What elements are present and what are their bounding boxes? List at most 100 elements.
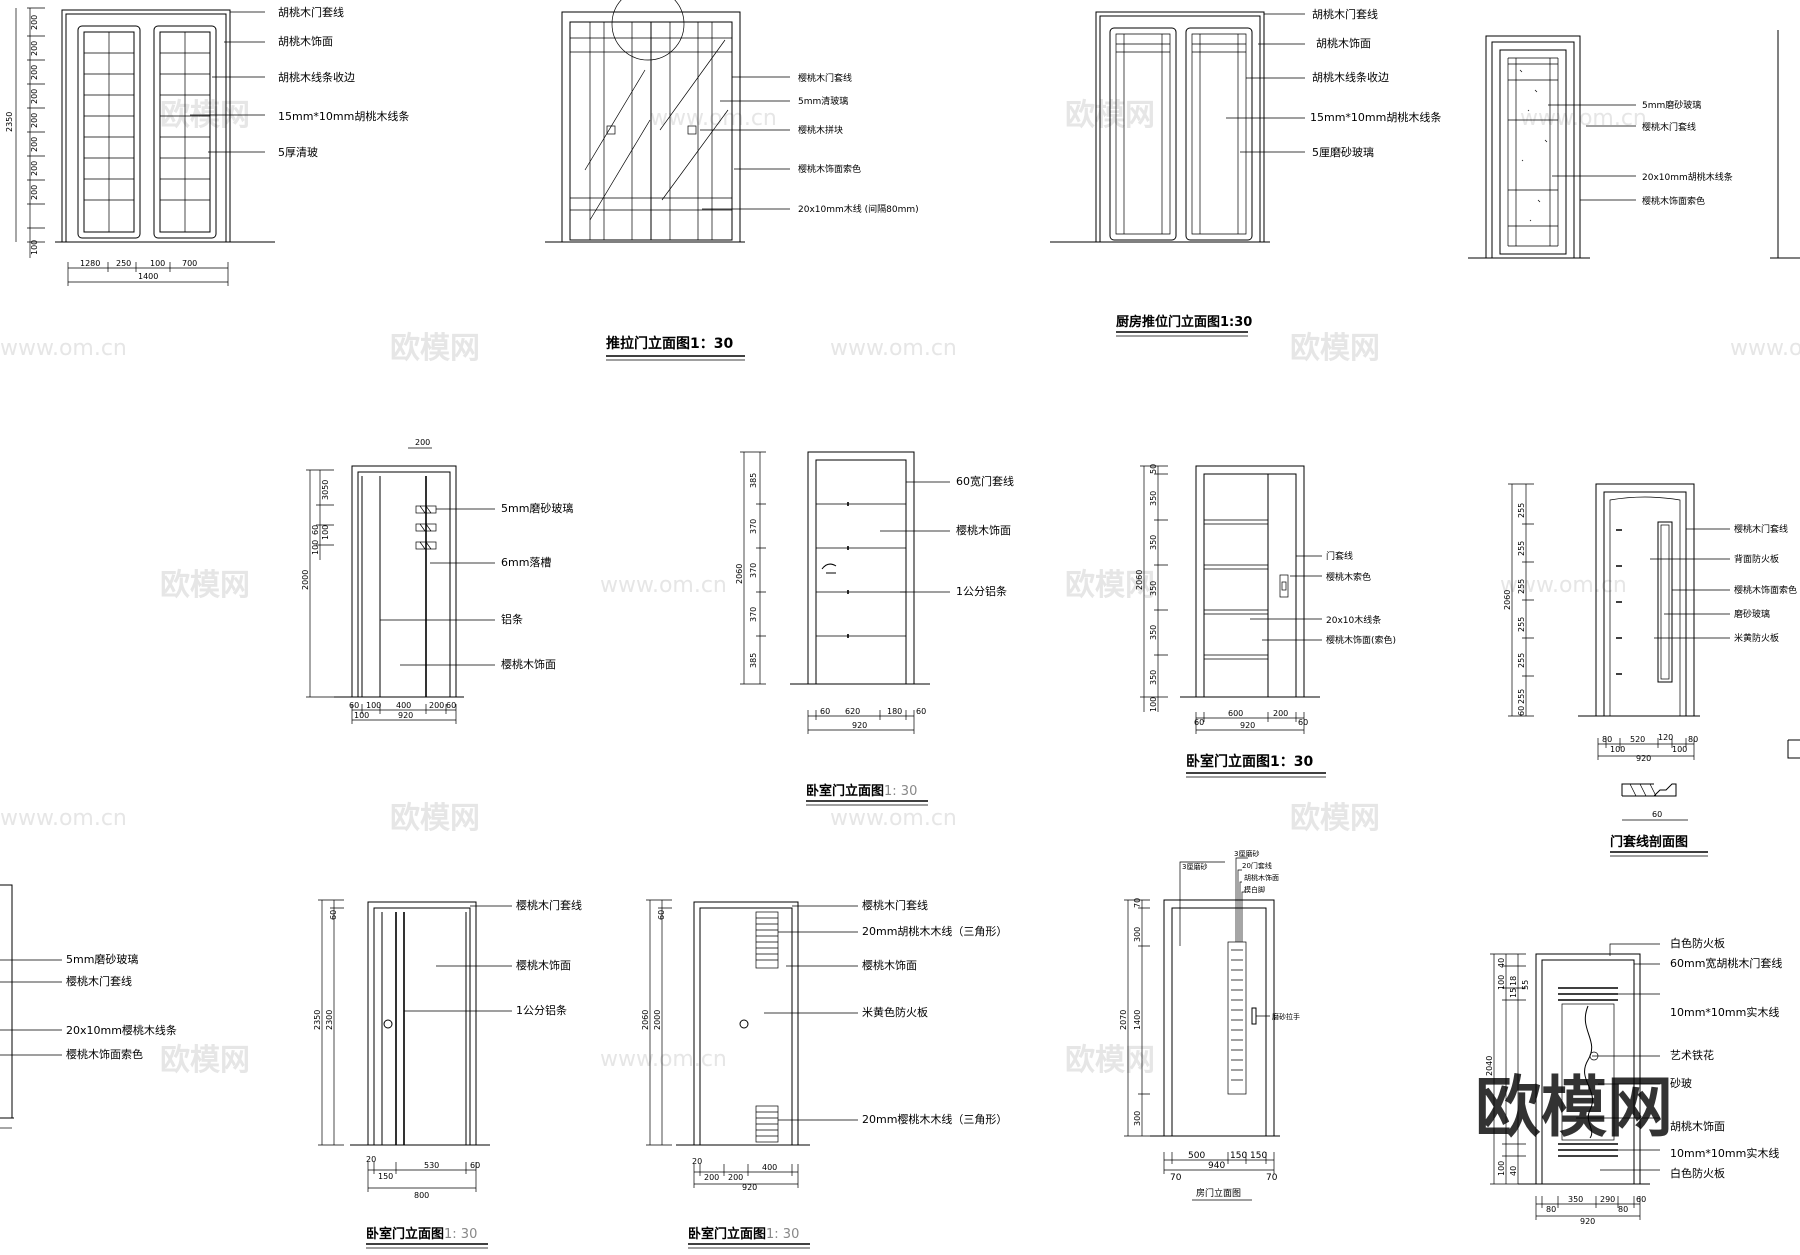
door-frame-inner <box>1541 959 1635 1184</box>
label-solid-wood: 10mm*10mm实木线 <box>1670 1005 1779 1019</box>
dim-w: 60 <box>1636 1195 1646 1204</box>
dim-ticks-h <box>67 262 229 286</box>
title-scale: 1: 30 <box>766 1227 799 1242</box>
door-leaf-right <box>153 25 217 239</box>
door-frame-inner <box>1171 907 1267 1136</box>
label-frosted-glass: 5mm磨砂玻璃 <box>501 501 573 515</box>
title-room-door: 房门立面图 <box>1196 1187 1241 1199</box>
label-stain: 樱桃木索色 <box>1326 571 1371 583</box>
dim-height: 2070 <box>1119 1010 1128 1030</box>
dim-seg: 200 <box>30 137 39 152</box>
door-knob <box>383 1019 393 1029</box>
dim-seg: 200 <box>30 89 39 104</box>
label-beige-fireboard: 米黄色防火板 <box>862 1005 928 1019</box>
watermark-brand: 欧模网 <box>160 1043 250 1078</box>
dim-w: 20 <box>366 1155 376 1164</box>
dim-height: 2060 <box>735 564 744 584</box>
door-leaf-left <box>77 25 141 239</box>
watermark-brand: 欧模网 <box>1290 331 1380 366</box>
door-frame-inner <box>1491 41 1575 258</box>
dim-seg: 100 <box>311 540 320 555</box>
label-frame-trim: 樱桃木门套线 <box>516 898 582 912</box>
label-pull-handle: 磨砂拉手 <box>1272 1012 1300 1021</box>
label-baseboard: 模白脚 <box>1244 885 1265 894</box>
watermark-site: www.om.cn <box>1730 336 1800 361</box>
dim-seg: 300 <box>1133 927 1142 942</box>
watermark-brand: 欧模网 <box>1065 568 1155 603</box>
label-veneer: 樱桃木饰面 <box>516 958 571 972</box>
leader-lines <box>1650 528 1730 639</box>
dim-seg: 1400 <box>1133 1010 1142 1030</box>
watermark-site: www.om.cn <box>0 806 127 831</box>
door-leaf-edges <box>381 912 467 1145</box>
dim-ticks-h <box>1597 738 1695 760</box>
dim-w: 100 <box>1610 745 1625 754</box>
label-aluminum-strip: 1公分铝条 <box>956 584 1007 598</box>
door-frame-outer <box>693 901 799 1145</box>
dim-seg: 18 <box>1509 976 1518 986</box>
label-frosted-top: 3厘磨砂 <box>1234 849 1259 858</box>
dim-w: 290 <box>1600 1195 1615 1204</box>
dim-seg: 370 <box>749 563 758 578</box>
drawing-sliding-door: 樱桃木门套线 5mm清玻璃 樱桃木拼块 樱桃木饰面索色 20x10mm木线 (间… <box>545 0 919 361</box>
dim-w: 60 <box>1194 718 1204 727</box>
leader-lines <box>880 481 950 593</box>
dim-w: 1280 <box>80 259 100 268</box>
dim-seg: 100 <box>30 240 39 255</box>
dim-seg: 300 <box>1133 1111 1142 1126</box>
dim-height: 2060 <box>1135 570 1144 590</box>
label-veneer: 樱桃木饰面 <box>956 523 1011 537</box>
dim-height-total: 2350 <box>5 112 14 132</box>
watermark-brand: 欧模网 <box>390 801 480 836</box>
partial-profile <box>1787 739 1800 759</box>
door-leaf-arch <box>1609 496 1681 716</box>
watermark-big-brand: 欧模网 <box>1475 1069 1673 1146</box>
dim-w: 250 <box>116 259 131 268</box>
label-veneer: 樱桃木饰面索色 <box>1734 584 1797 596</box>
label-veneer: 樱桃木饰面 <box>501 657 556 671</box>
grid-strips <box>570 22 732 240</box>
watermark-site: www.om.cn <box>1500 573 1627 598</box>
label-aluminum-strip: 1公分铝条 <box>516 1003 567 1017</box>
dim-w: 200 <box>429 701 444 710</box>
label-frosted-glass: 5mm磨砂玻璃 <box>1642 99 1701 111</box>
dim-w-total: 920 <box>1240 721 1255 730</box>
watermark-brand: 欧模网 <box>1065 1043 1155 1078</box>
dim-seg: 100 <box>321 525 330 540</box>
label-frame-trim: 60宽门套线 <box>956 474 1014 488</box>
dim-seg: 50 <box>1149 464 1158 474</box>
dim-height: 2060 <box>641 1010 650 1030</box>
leader-lines <box>1548 104 1636 201</box>
door-leaf <box>1499 49 1567 255</box>
dim-seg: 255 <box>1517 617 1526 632</box>
dim-seg: 350 <box>1149 670 1158 685</box>
drawing-partial-door: 5mm磨砂玻璃 樱桃木门套线 20x10mm樱桃木线条 樱桃木饰面索色 <box>0 884 177 1129</box>
dim-w: 60 <box>349 701 359 710</box>
title-sliding-door: 推拉门立面图1：30 <box>606 335 733 352</box>
dim-seg: 200 <box>30 161 39 176</box>
label-frosted-left: 3厘磨砂 <box>1182 862 1207 871</box>
dim-height: 2040 <box>1485 1056 1494 1076</box>
title-trim-profile: 门套线剖面图 <box>1610 834 1688 850</box>
drawing-bedroom-door-vertical-strips: 樱桃木门套线 樱桃木饰面 1公分铝条 60 2350 2300 20 150 5… <box>313 898 582 1249</box>
label-wood-block: 樱桃木拼块 <box>798 124 843 136</box>
dim-height-leaf: 2300 <box>325 1010 334 1030</box>
label-wood-strip: 15mm*10mm胡桃木线条 <box>278 109 409 123</box>
label-solid-wood: 10mm*10mm实木线 <box>1670 1146 1779 1160</box>
label-frame-trim: 樱桃木门套线 <box>1734 523 1788 535</box>
label-edge-trim: 胡桃木线条收边 <box>1312 70 1389 84</box>
dim-height: 2060 <box>1503 590 1512 610</box>
watermark-site: www.om.cn <box>600 573 727 598</box>
handle-left <box>606 125 616 135</box>
door-frame-outer <box>1163 899 1275 1136</box>
dim-height: 2000 <box>301 570 310 590</box>
top-trim-lines <box>756 917 778 961</box>
label-sand-glass: 砂玻 <box>1670 1077 1692 1090</box>
dim-ticks <box>1140 465 1168 698</box>
label-frame-trim: 樱桃木门套线 <box>862 898 928 912</box>
dim-ticks <box>27 7 45 243</box>
dim-w-total: 920 <box>852 721 867 730</box>
watermark-layer: 欧模网 www.om.cn 欧模网 www.om.cn www.om.cn 欧模… <box>0 98 1800 1146</box>
label-clear-glass: 5厚清玻 <box>278 146 318 159</box>
dim-w: 180 <box>887 707 902 716</box>
